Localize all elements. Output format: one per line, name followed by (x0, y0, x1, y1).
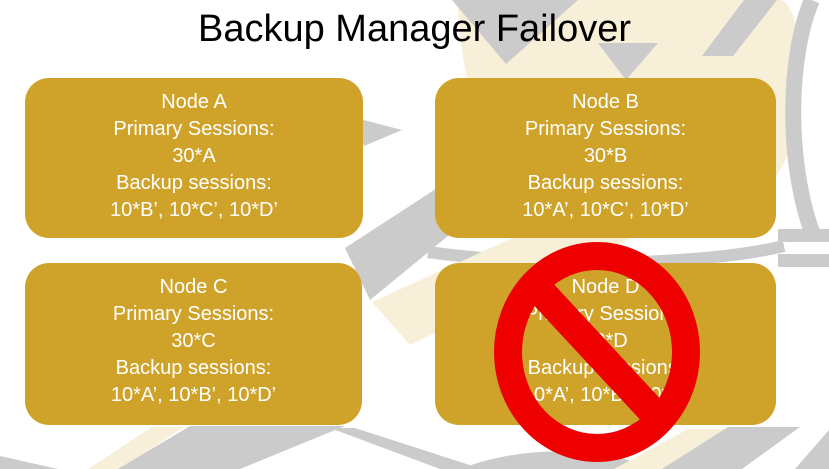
primary-sessions-value: 30*B (583, 145, 628, 167)
backup-sessions-label: Backup sessions: (116, 172, 272, 194)
backup-sessions-value: 10*B’, 10*C’, 10*D’ (110, 199, 278, 221)
primary-sessions-value: 30*A (172, 145, 216, 167)
node-title: Node A (161, 91, 227, 113)
primary-sessions-label: Primary Sessions: (112, 303, 275, 325)
backup-sessions-value: 10*A’, 10*B’, 10*D’ (110, 384, 277, 406)
backup-sessions-label: Backup sessions: (115, 357, 272, 379)
node-a-box: Node A Primary Sessions: 30*A Backup ses… (25, 78, 363, 238)
primary-sessions-value: 30*C (171, 330, 216, 352)
primary-sessions-label: Primary Sessions: (524, 118, 687, 140)
node-title: Node D (571, 276, 640, 298)
page-title: Backup Manager Failover (198, 8, 631, 50)
prohibition-icon (494, 242, 700, 462)
backup-sessions-value: 10*A’, 10*C’, 10*D’ (522, 199, 689, 221)
node-title: Node C (159, 276, 228, 298)
node-c-box: Node C Primary Sessions: 30*C Backup ses… (25, 263, 362, 425)
primary-sessions-label: Primary Sessions: (113, 118, 275, 140)
node-title: Node B (572, 91, 639, 113)
backup-sessions-label: Backup sessions: (527, 172, 684, 194)
node-b-box: Node B Primary Sessions: 30*B Backup ses… (435, 78, 776, 238)
